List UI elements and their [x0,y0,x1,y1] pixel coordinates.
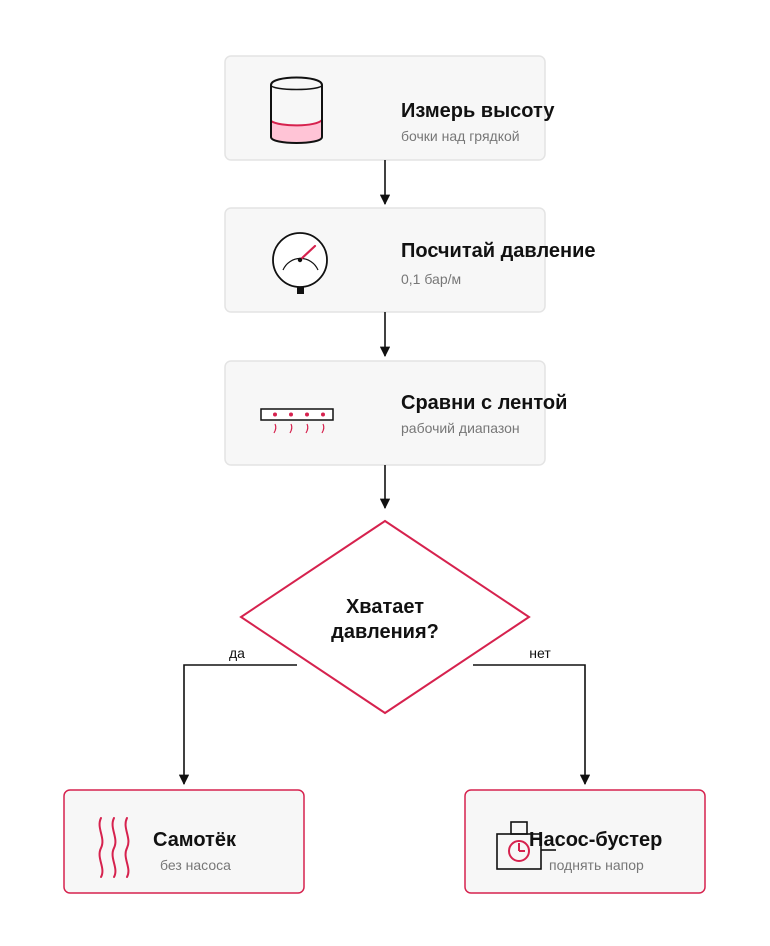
outcome-gravity-flow: Самотёк без насоса [63,789,305,894]
decision-enough-pressure: Хватает давления? [239,519,531,715]
decision-line-1: Хватает [346,596,424,618]
step-title: Посчитай давление [401,240,596,262]
step-subtitle: бочки над грядкой [401,128,520,144]
no-branch-arrow [473,664,591,786]
step-subtitle: рабочий диапазон [401,420,520,436]
outcome-subtitle: поднять напор [549,857,644,873]
no-label: нет [529,645,551,661]
outcome-title: Насос-бустер [529,829,662,851]
step-calc-pressure: Посчитай давление 0,1 бар/м [224,207,596,313]
step-title: Измерь высоту [401,100,555,122]
yes-label: да [229,645,245,661]
decision-diamond [239,519,531,715]
pressure-gauge-icon [272,232,328,294]
outcome-box [63,789,305,894]
outcome-title: Самотёк [153,829,237,851]
outcome-subtitle: без насоса [160,857,231,873]
drip-tape-icon [260,408,334,434]
step-subtitle: 0,1 бар/м [401,271,461,287]
gravity-flow-icon [98,817,130,878]
step-measure-height: Измерь высоту бочки над грядкой [224,55,555,161]
step-title: Сравни с лентой [401,392,567,414]
decision-line-2: давления? [331,621,439,643]
booster-pump-icon [496,821,556,870]
yes-branch-arrow [178,664,297,786]
outcome-booster-pump: Насос-бустер поднять напор [464,789,706,894]
step-compare-tape: Сравни с лентой рабочий диапазон [224,360,567,466]
barrel-icon [270,76,323,144]
outcome-box [464,789,706,894]
